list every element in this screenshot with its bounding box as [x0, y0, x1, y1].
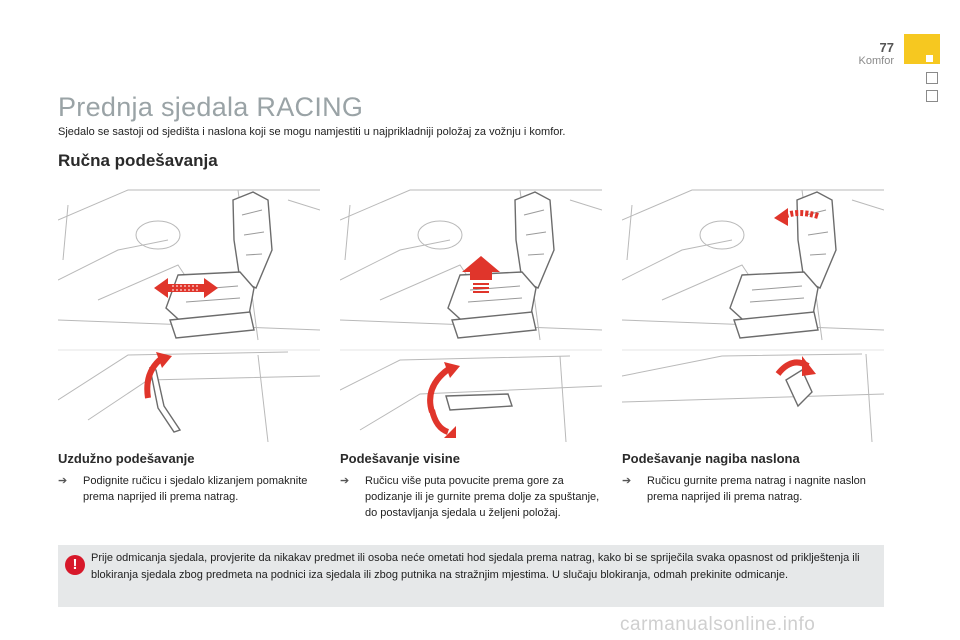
section-tab-active[interactable]: [904, 34, 940, 64]
bullet-arrow-icon: ➔: [58, 475, 68, 487]
exclamation-icon: !: [65, 555, 85, 575]
backrest-text-body: Ručicu gurnite prema natrag i nagnite na…: [647, 475, 866, 503]
seat-height-illustration: [340, 180, 602, 442]
curved-double-arrow-icon: [427, 362, 460, 438]
height-text: ➔ Ručicu više puta povucite prema gore z…: [340, 473, 608, 521]
longitudinal-text: ➔ Podignite ručicu i sjedalo klizanjem p…: [58, 473, 324, 505]
watermark: carmanualsonline.info: [620, 614, 816, 635]
arrow-up-icon: [462, 256, 500, 293]
longitudinal-text-body: Podignite ručicu i sjedalo klizanjem pom…: [83, 475, 308, 503]
curved-arrow-right-icon: [775, 356, 816, 376]
longitudinal-heading: Uzdužno podešavanje: [58, 451, 195, 466]
warning-box: ! Prije odmicanja sjedala, provjerite da…: [58, 545, 884, 607]
height-heading: Podešavanje visine: [340, 451, 460, 466]
double-arrow-icon: [154, 278, 218, 298]
bullet-arrow-icon: ➔: [340, 475, 350, 487]
section-name: Komfor: [858, 55, 894, 67]
seat-longitudinal-illustration: [58, 180, 320, 442]
curved-arrow-left-icon: [774, 208, 819, 226]
page-title: Prednja sjedala RACING: [58, 92, 364, 122]
bullet-arrow-icon: ➔: [622, 475, 632, 487]
intro-text: Sjedalo se sastoji od sjedišta i naslona…: [58, 126, 566, 138]
seat-backrest-illustration: [622, 180, 884, 442]
section-tab[interactable]: [926, 90, 938, 102]
curved-arrow-up-icon: [144, 352, 172, 399]
tab-dot: [926, 55, 933, 62]
section-subtitle: Ručna podešavanja: [58, 151, 218, 170]
height-text-body: Ručicu više puta povucite prema gore za …: [365, 475, 600, 519]
section-tab[interactable]: [926, 72, 938, 84]
page-number: 77: [879, 40, 894, 55]
warning-text: Prije odmicanja sjedala, provjerite da n…: [91, 552, 860, 581]
backrest-heading: Podešavanje nagiba naslona: [622, 451, 800, 466]
backrest-text: ➔ Ručicu gurnite prema natrag i nagnite …: [622, 473, 886, 505]
